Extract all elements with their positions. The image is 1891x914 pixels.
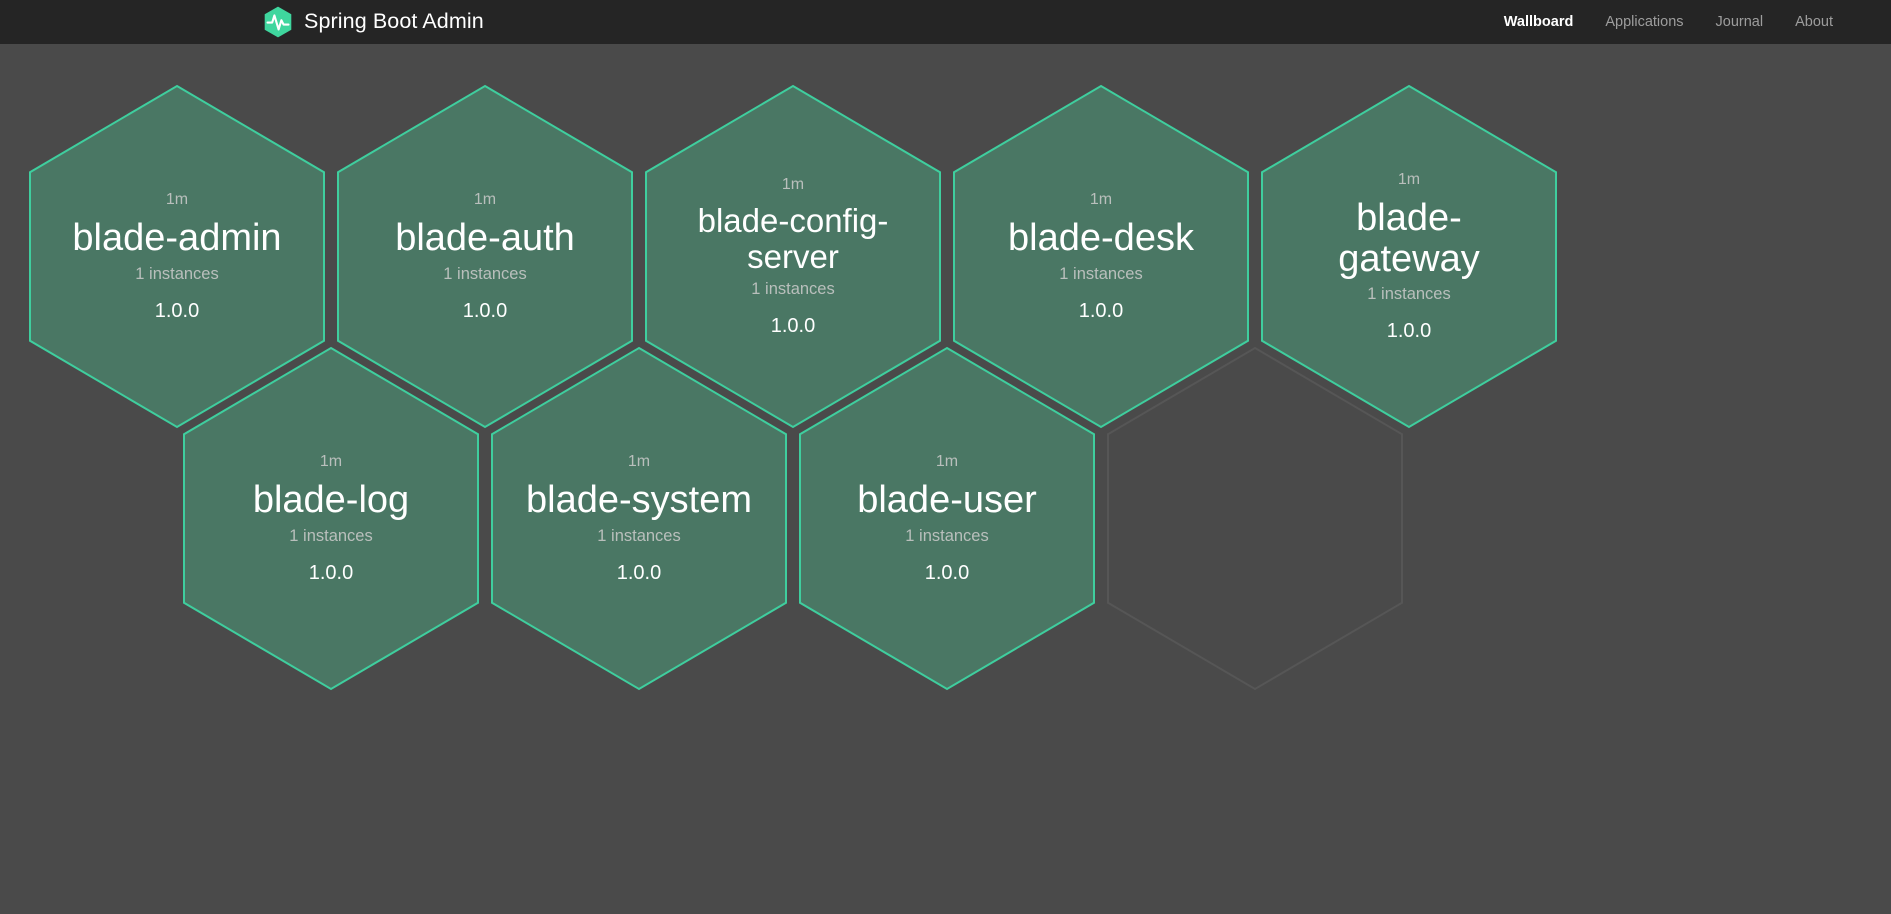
tile-instances: 1 instances <box>443 265 527 284</box>
tile-instances: 1 instances <box>135 265 219 284</box>
main-navigation: Wallboard Applications Journal About <box>1488 0 1849 44</box>
application-tile-blade-config-server[interactable]: 1m blade-config-server 1 instances 1.0.0 <box>644 84 942 429</box>
tile-app-name: blade-auth <box>395 217 575 260</box>
tile-version: 1.0.0 <box>154 299 200 322</box>
tile-version: 1.0.0 <box>770 314 816 337</box>
tile-version: 1.0.0 <box>1386 319 1432 342</box>
tile-version: 1.0.0 <box>924 561 970 584</box>
nav-link-journal[interactable]: Journal <box>1715 14 1764 30</box>
tile-app-name: blade-log <box>252 479 410 522</box>
tile-uptime: 1m <box>319 453 343 471</box>
tile-app-name: blade-gateway <box>1338 197 1480 280</box>
hexagon-shape-icon <box>799 346 1095 691</box>
tile-app-name: blade-admin <box>72 217 282 260</box>
application-tile-blade-desk[interactable]: 1m blade-desk 1 instances 1.0.0 <box>952 84 1250 429</box>
hexagon-shape-icon <box>953 84 1249 429</box>
tile-instances: 1 instances <box>289 527 373 546</box>
brand-home-link[interactable]: Spring Boot Admin <box>261 0 484 44</box>
tile-app-name: blade-user <box>857 479 1037 522</box>
tile-uptime: 1m <box>473 191 497 209</box>
tile-version: 1.0.0 <box>462 299 508 322</box>
application-tile-blade-log[interactable]: 1m blade-log 1 instances 1.0.0 <box>182 346 480 691</box>
tile-uptime: 1m <box>781 176 805 194</box>
application-tile-blade-user[interactable]: 1m blade-user 1 instances 1.0.0 <box>798 346 1096 691</box>
tile-uptime: 1m <box>1397 171 1421 189</box>
tile-instances: 1 instances <box>751 280 835 299</box>
tile-version: 1.0.0 <box>616 561 662 584</box>
hexagon-shape-icon <box>491 346 787 691</box>
nav-link-wallboard[interactable]: Wallboard <box>1503 14 1574 30</box>
spring-boot-admin-logo-icon <box>264 6 292 38</box>
tile-uptime: 1m <box>165 191 189 209</box>
tile-app-name: blade-config-server <box>697 202 889 275</box>
application-tile-blade-system[interactable]: 1m blade-system 1 instances 1.0.0 <box>490 346 788 691</box>
hexagon-shape-icon <box>29 84 325 429</box>
tile-version: 1.0.0 <box>1078 299 1124 322</box>
brand-title: Spring Boot Admin <box>304 9 484 34</box>
empty-placeholder-tile <box>1106 346 1404 691</box>
application-tile-blade-auth[interactable]: 1m blade-auth 1 instances 1.0.0 <box>336 84 634 429</box>
tile-instances: 1 instances <box>1059 265 1143 284</box>
application-tile-blade-gateway[interactable]: 1m blade-gateway 1 instances 1.0.0 <box>1260 84 1558 429</box>
tile-instances: 1 instances <box>597 527 681 546</box>
tile-uptime: 1m <box>935 453 959 471</box>
nav-link-about[interactable]: About <box>1795 14 1833 30</box>
nav-link-applications[interactable]: Applications <box>1605 14 1684 30</box>
tile-instances: 1 instances <box>905 527 989 546</box>
tile-uptime: 1m <box>627 453 651 471</box>
tile-app-name: blade-desk <box>1008 217 1194 260</box>
top-navbar: Spring Boot Admin Wallboard Applications… <box>0 0 1891 44</box>
tile-app-name: blade-system <box>526 479 752 522</box>
tile-instances: 1 instances <box>1367 285 1451 304</box>
hexagon-outline-icon <box>1107 346 1403 691</box>
hexagon-shape-icon <box>1261 84 1557 429</box>
tile-version: 1.0.0 <box>308 561 354 584</box>
tile-uptime: 1m <box>1089 191 1113 209</box>
wallboard-grid: 1m blade-admin 1 instances 1.0.0 1m blad… <box>0 44 1891 914</box>
hexagon-shape-icon <box>337 84 633 429</box>
hexagon-shape-icon <box>183 346 479 691</box>
application-tile-blade-admin[interactable]: 1m blade-admin 1 instances 1.0.0 <box>28 84 326 429</box>
hexagon-shape-icon <box>645 84 941 429</box>
